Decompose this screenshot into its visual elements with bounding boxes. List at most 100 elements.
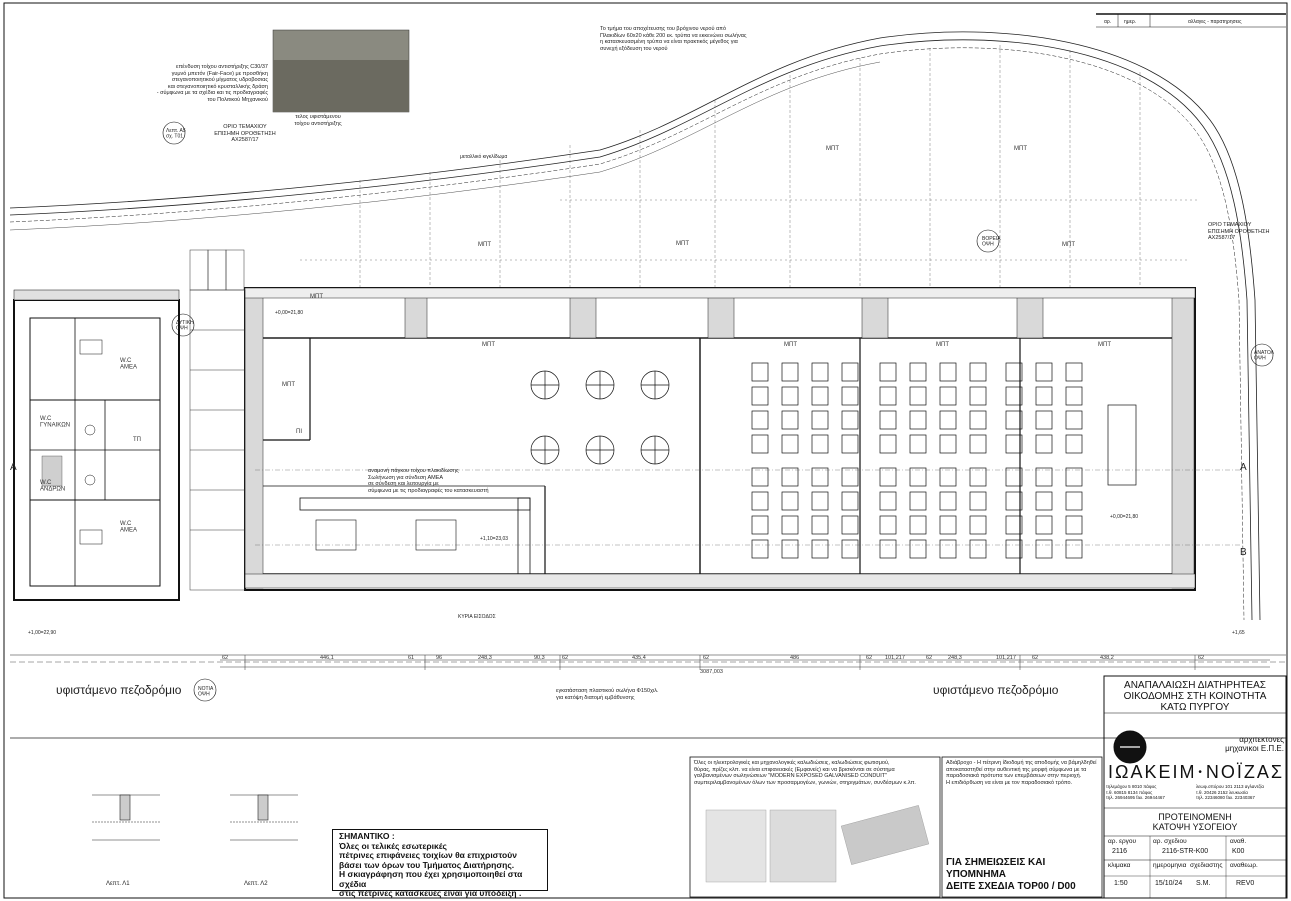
project-title: ΑΝΑΠΑΛΑΙΩΣΗ ΔΙΑΤΗΡΗΤΕΑΣ ΟΙΚΟΔΟΜΗΣ ΣΤΗ ΚΟ… — [1123, 680, 1267, 713]
chair — [909, 362, 927, 382]
wall-note-text: επένδυση τοίχου αντιστήριξης C30/37 γυμν… — [156, 64, 268, 103]
table-round — [530, 370, 560, 400]
boundary-right-text: ΟΡΙΟ ΤΕΜΑΧΙΟΥ ΕΠΙΣΗΜΗ ΟΡΟΘΕΤΗΣΗ ΑΧ2587/1… — [1208, 222, 1270, 241]
dim-label: 101,217 — [885, 655, 905, 661]
label-drawing-no: αρ. σχεδιου — [1153, 838, 1187, 845]
label-drawn: σχεδιαστης — [1190, 862, 1223, 869]
title-block-frame — [689, 675, 1287, 899]
room-mpt-hall-4: ΜΠΤ — [1098, 342, 1111, 348]
see-line-2: ΔΕΙΤΕ ΣΧΕΔΙΑ TOP00 / D00 — [946, 881, 1076, 892]
table-round — [530, 435, 560, 465]
chair — [811, 491, 829, 511]
date-value: 15/10/24 — [1155, 880, 1183, 887]
walkway-tiles — [189, 249, 246, 591]
conduit-images — [705, 805, 930, 883]
site-photo-wall — [273, 60, 409, 112]
chair — [1065, 515, 1083, 535]
chair — [751, 467, 769, 487]
chair — [1035, 539, 1053, 559]
chair — [909, 386, 927, 406]
chair — [1065, 539, 1083, 559]
west-view-marker — [171, 313, 195, 337]
detail-caption-a2: Λεπτ. Λ2 — [244, 881, 268, 887]
rev-top: K00 — [1232, 848, 1245, 855]
chair — [969, 467, 987, 487]
round-tables — [530, 370, 670, 465]
north-view-marker — [976, 229, 1000, 253]
dim-total: 3087,003 — [700, 669, 723, 675]
street-label-right: υφιστάμενο πεζοδρόμιο — [933, 683, 1059, 697]
label-revision: αναθεωρ. — [1230, 862, 1258, 869]
chair — [1035, 410, 1053, 430]
pipe-note-text: εγκατάσταση πλαστικού σωλήνα Φ150χιλ. γι… — [556, 688, 659, 701]
chair — [1005, 491, 1023, 511]
chair — [751, 491, 769, 511]
drawing-title: ΠΡΟΤΕΙΝΟΜΕΝΗ ΚΑΤΟΨΗ ΥΣΟΓΕΙΟΥ — [1152, 812, 1238, 832]
chair — [811, 539, 829, 559]
stone-columns — [244, 287, 1196, 589]
drain-note-text: Το τμήμα του αποχέτευσης του βρόχινου νε… — [600, 26, 747, 52]
chair — [841, 539, 859, 559]
chair — [781, 386, 799, 406]
chair — [751, 386, 769, 406]
chair — [909, 410, 927, 430]
chair — [841, 386, 859, 406]
chair — [969, 539, 987, 559]
chair — [811, 410, 829, 430]
chair — [879, 386, 897, 406]
chair — [879, 362, 897, 382]
firm-name: ΙΩΑΚΕΙΜ • ΝΟΪΖΑΣ — [1108, 762, 1284, 783]
job-no: 2116 — [1112, 848, 1128, 855]
stone-note: Αδιάβροχο - Η πέτρινη ίδιοδομή της αποδο… — [946, 760, 1100, 786]
chair — [1005, 386, 1023, 406]
label-rev-top: αναθ. — [1230, 838, 1247, 845]
table-round — [640, 370, 670, 400]
view-markers — [162, 121, 1274, 702]
firm-name-left: ΙΩΑΚΕΙΜ — [1108, 762, 1197, 782]
label-scale: κλιμακα — [1108, 862, 1131, 869]
dim-label: 96 — [436, 655, 442, 661]
room-mpt-yard-2: ΜΠΤ — [676, 241, 689, 247]
dim-label: 62 — [703, 655, 709, 661]
chair — [1005, 467, 1023, 487]
dim-label: 62 — [866, 655, 872, 661]
chair — [1065, 410, 1083, 430]
detail-marker — [162, 121, 186, 145]
chair — [751, 515, 769, 535]
chair — [969, 362, 987, 382]
room-mpt: ΜΠΤ — [282, 382, 295, 388]
pipe-note: εγκατάσταση πλαστικού σωλήνα Φ150χιλ. γι… — [556, 688, 706, 701]
notice-line: Η σκιαγράφηση που έχει χρησιμοποιηθεί στ… — [339, 869, 523, 889]
dim-label: 248,3 — [948, 655, 962, 661]
east-view-marker — [1250, 343, 1274, 367]
important-notice: ΣΗΜΑΝΤΙΚΟ : Όλες οι τελικές εσωτερικές π… — [332, 829, 548, 898]
structural-grid — [255, 469, 1240, 546]
sheet-border — [3, 2, 1288, 899]
chair — [1035, 434, 1053, 454]
site-boundary — [9, 31, 1286, 739]
chair — [751, 362, 769, 382]
chair — [939, 362, 957, 382]
boundary-label-left: ΟΡΙΟ ΤΕΜΑΧΙΟΥ ΕΠΙΣΗΜΗ ΟΡΟΘΕΤΗΣΗ ΑΧ2587/1… — [205, 124, 285, 144]
center-note-text: αναμονή πάγκου τοίχου πλακιδίωσης Σωλήνω… — [368, 468, 489, 494]
room-tp: ΤΠ — [133, 437, 141, 443]
dim-label: 101,217 — [996, 655, 1016, 661]
chair — [811, 434, 829, 454]
dim-label: 62 — [222, 655, 228, 661]
notice-line: πέτρινες επιφάνειες τοιχίων θα επιχριστο… — [339, 850, 517, 860]
notice-line: στις πέτρινες κατασκευές είναι για υπόδε… — [339, 888, 522, 898]
wall-note: επένδυση τοίχου αντιστήριξης C30/37 γυμν… — [88, 64, 268, 103]
firm-role: αρχιτεκτονες μηχανικοι Ε.Π.Ε. — [1225, 735, 1284, 753]
chair — [1035, 491, 1053, 511]
chair — [781, 515, 799, 535]
chair — [1005, 515, 1023, 535]
room-mpt-yard-5: ΜΠΤ — [1014, 146, 1027, 152]
dim-label: 435,4 — [632, 655, 646, 661]
entrance-label: ΚΥΡΙΑ ΕΙΣΟΔΟΣ — [458, 614, 496, 620]
south-view-marker — [193, 678, 217, 702]
firm-separator: • — [1198, 767, 1204, 778]
